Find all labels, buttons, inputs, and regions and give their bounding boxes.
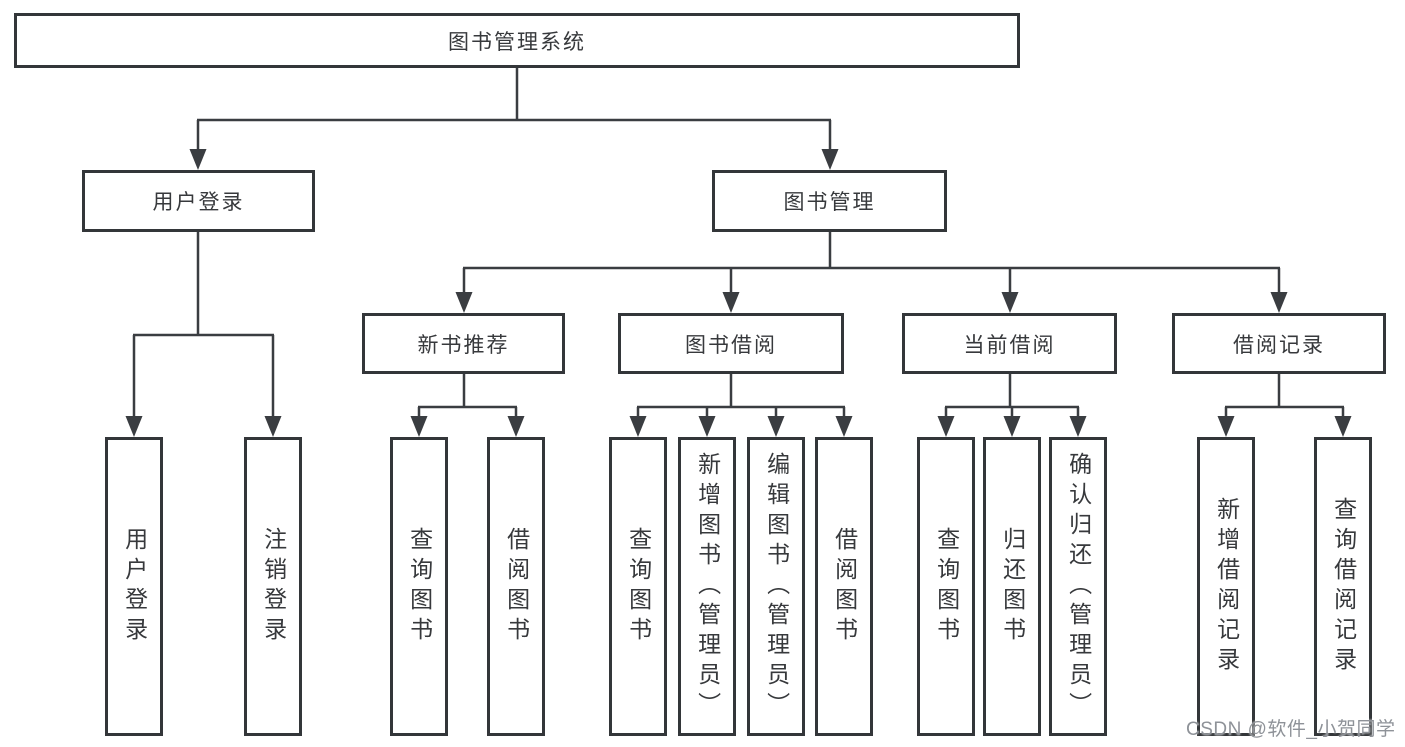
node-book-borrow: 图书借阅 <box>618 313 844 374</box>
leaf-borrow-query-books: 查询图书 <box>609 437 667 736</box>
arrow-down-icon <box>189 149 207 170</box>
arrow-down-icon <box>698 416 716 437</box>
arrow-down-icon <box>1001 292 1019 313</box>
connector-root-branch <box>196 68 832 152</box>
arrow-down-icon <box>1003 416 1021 437</box>
arrow-down-icon <box>767 416 785 437</box>
connector-current-borrow-branch <box>944 374 1080 419</box>
connector-book-borrow-branch <box>636 374 846 419</box>
leaf-records-query-record: 查询借阅记录 <box>1314 437 1372 736</box>
arrow-down-icon <box>722 292 740 313</box>
arrow-down-icon <box>507 416 525 437</box>
connector-book-mgmt-branch <box>462 232 1281 295</box>
arrow-down-icon <box>1069 416 1087 437</box>
node-current-borrow: 当前借阅 <box>902 313 1117 374</box>
arrow-down-icon <box>264 416 282 437</box>
leaf-user-login: 用户登录 <box>105 437 163 736</box>
leaf-borrow-borrow-books: 借阅图书 <box>815 437 873 736</box>
leaf-borrow-edit-books-admin: 编辑图书（管理员） <box>747 437 805 736</box>
arrow-down-icon <box>1334 416 1352 437</box>
arrow-down-icon <box>455 292 473 313</box>
arrow-down-icon <box>410 416 428 437</box>
node-root-system: 图书管理系统 <box>14 13 1020 68</box>
node-borrow-records: 借阅记录 <box>1172 313 1386 374</box>
arrow-down-icon <box>937 416 955 437</box>
leaf-logout: 注销登录 <box>244 437 302 736</box>
leaf-borrow-add-books-admin: 新增图书（管理员） <box>678 437 736 736</box>
leaf-current-confirm-return-admin: 确认归还（管理员） <box>1049 437 1107 736</box>
leaf-newbook-borrow-books: 借阅图书 <box>487 437 545 736</box>
leaf-current-query-books: 查询图书 <box>917 437 975 736</box>
arrow-down-icon <box>835 416 853 437</box>
leaf-records-add-record: 新增借阅记录 <box>1197 437 1255 736</box>
csdn-watermark: CSDN @软件_小贺同学 <box>1186 719 1396 740</box>
leaf-current-return-books: 归还图书 <box>983 437 1041 736</box>
node-new-book-recommend: 新书推荐 <box>362 313 565 374</box>
arrow-down-icon <box>125 416 143 437</box>
arrow-down-icon <box>1217 416 1235 437</box>
arrowheads <box>125 149 1352 437</box>
node-book-management: 图书管理 <box>712 170 947 232</box>
arrow-down-icon <box>629 416 647 437</box>
connector-user-login-branch <box>132 232 275 419</box>
node-user-login: 用户登录 <box>82 170 315 232</box>
arrow-down-icon <box>821 149 839 170</box>
connector-borrow-records-branch <box>1224 374 1345 419</box>
arrow-down-icon <box>1270 292 1288 313</box>
connector-new-book-branch <box>417 374 518 419</box>
leaf-newbook-query-books: 查询图书 <box>390 437 448 736</box>
